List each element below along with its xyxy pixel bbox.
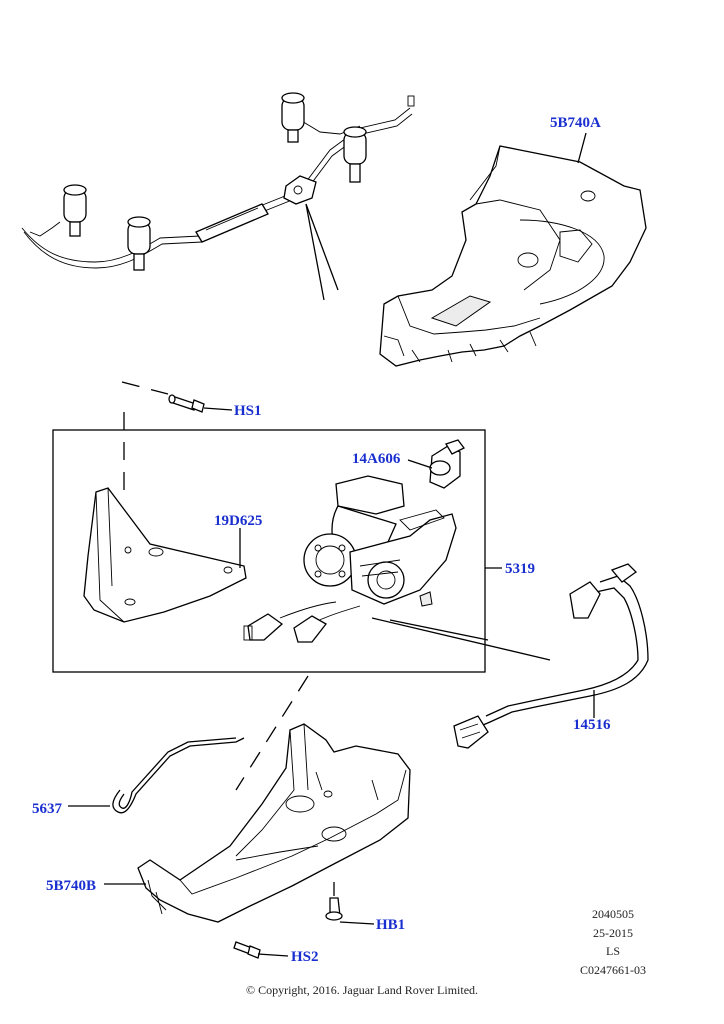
leader-hb1 [339, 921, 375, 925]
suspension-overview [21, 92, 415, 301]
lower-cover-part [137, 723, 411, 923]
pipe-part [112, 737, 245, 814]
bolt-hs2 [233, 941, 261, 959]
callout-pipe[interactable]: 5637 [32, 801, 62, 817]
leader-hs1 [203, 407, 233, 411]
valve-block-overview [283, 175, 317, 205]
callout-hb1[interactable]: HB1 [376, 917, 406, 933]
air-spring-rear-right [127, 216, 151, 271]
callout-top-cover[interactable]: 5B740A [550, 115, 601, 131]
valve-part [429, 439, 465, 489]
compressor-part [303, 475, 457, 607]
assembly-frame [52, 429, 486, 673]
callout-hs1[interactable]: HS1 [234, 403, 262, 419]
bolt-hs1 [168, 394, 205, 413]
bracket-part [83, 487, 247, 623]
harness-part [453, 563, 649, 749]
callout-compressor-assembly[interactable]: 5319 [505, 561, 535, 577]
pointer-lower [371, 617, 551, 661]
callout-hs2[interactable]: HS2 [291, 949, 319, 965]
callout-bracket[interactable]: 19D625 [214, 513, 263, 529]
callout-valve[interactable]: 14A606 [352, 451, 401, 467]
air-reservoir [195, 203, 269, 243]
ref-line-2: 25-2015 [593, 926, 633, 940]
pointer-upper [389, 619, 489, 641]
air-spring-rear-left [63, 184, 87, 237]
ref-line-1: 2040505 [592, 907, 634, 921]
top-cover-part [379, 145, 647, 367]
dash-hs1 [121, 381, 169, 395]
air-spring-front-left [281, 92, 305, 143]
compressor-connectors [243, 601, 361, 643]
bolt-hb1 [325, 897, 343, 921]
dash-diagonal [235, 675, 309, 791]
leader-hs2 [257, 953, 289, 957]
ref-line-3: LS [605, 944, 620, 958]
leader-top-cover [577, 132, 587, 164]
leader-valve [407, 459, 433, 469]
copyright-notice: © Copyright, 2016. Jaguar Land Rover Lim… [245, 983, 479, 997]
air-spring-front-right [343, 126, 367, 183]
callout-lower-cover[interactable]: 5B740B [46, 878, 97, 894]
ref-line-4: C0247661-03 [580, 963, 646, 977]
callout-harness[interactable]: 14516 [573, 717, 611, 733]
